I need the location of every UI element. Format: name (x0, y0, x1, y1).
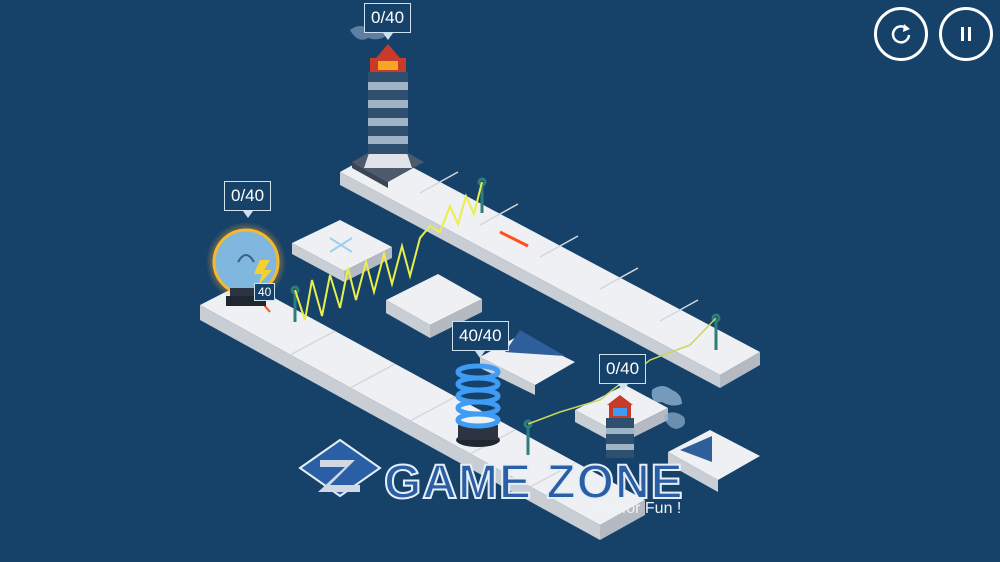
watermark-title: GAME ZONE (383, 455, 684, 510)
light-bulb[interactable] (206, 222, 286, 306)
game-zone-logo-icon (298, 438, 382, 498)
counter-bulb: 0/40 (224, 181, 272, 218)
lightning-beam (294, 181, 483, 321)
tesla-coil[interactable] (455, 363, 501, 447)
counter-lighthouse-large: 0/40 (364, 3, 412, 40)
red-laser (499, 230, 529, 248)
path-front (200, 282, 645, 540)
red-spark (263, 304, 271, 313)
pause-icon (961, 27, 971, 41)
restart-button[interactable] (874, 7, 928, 61)
tile-arrows[interactable] (292, 220, 392, 282)
lighthouse-small[interactable] (606, 386, 685, 458)
lighthouse-large[interactable] (350, 26, 424, 188)
watermark-tagline: Just for Fun ! (588, 500, 682, 517)
path-back (340, 150, 760, 388)
tile-floating-center[interactable] (386, 274, 482, 338)
pause-button[interactable] (939, 7, 993, 61)
counter-coil: 40/40 (452, 321, 509, 358)
tile-mirror-right[interactable] (668, 430, 760, 492)
bulb-charge-badge: 40 (254, 283, 276, 301)
restart-icon (891, 24, 911, 44)
counter-lighthouse-small: 0/40 (599, 354, 647, 391)
